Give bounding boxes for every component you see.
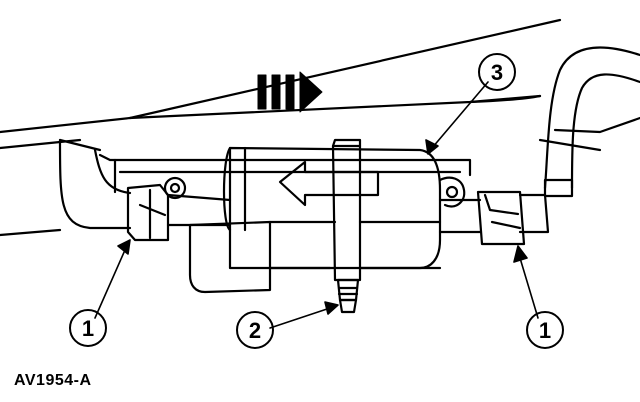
- filter-flow-arrow-icon: [278, 160, 380, 207]
- vehicle-direction-arrow-icon: [257, 71, 323, 113]
- callout-circles: [69, 53, 564, 349]
- callout-3-circle: [478, 53, 516, 91]
- mounting-bracket: [98, 153, 472, 194]
- frame-rail: [0, 18, 640, 237]
- callout-1-left-label: 1: [82, 316, 94, 341]
- leader-lines: [94, 81, 539, 329]
- drain-fitting: [336, 278, 360, 314]
- callout-1-right-label: 1: [539, 318, 551, 343]
- callout-3-label: 3: [491, 60, 503, 85]
- fuel-filter: [188, 146, 442, 294]
- callout-2-circle: [236, 311, 274, 349]
- callout-1-left-circle: [69, 309, 107, 347]
- callout-2-label: 2: [249, 318, 261, 343]
- left-quick-connector: [126, 176, 232, 242]
- filter-clamp: [331, 138, 362, 282]
- fuel-line-right: [518, 46, 640, 234]
- callout-1-right-circle: [526, 311, 564, 349]
- right-quick-connector: [438, 176, 526, 246]
- fuel-line-left: [58, 138, 132, 230]
- figure-id: AV1954-A: [14, 372, 92, 389]
